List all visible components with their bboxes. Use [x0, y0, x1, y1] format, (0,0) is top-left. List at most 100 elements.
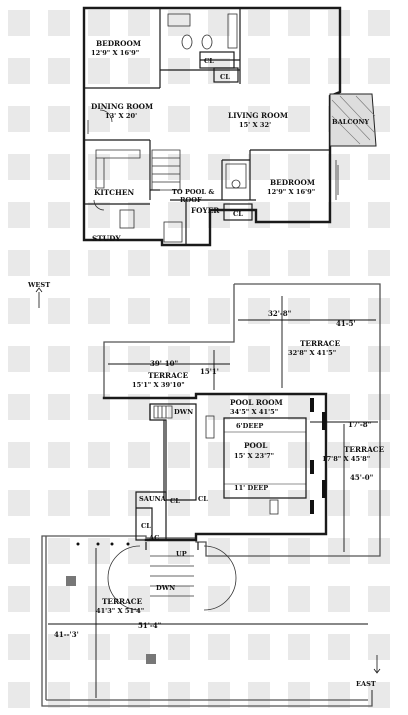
up-label: UP	[176, 550, 187, 558]
watermark-tile	[168, 250, 190, 276]
watermark-tile	[328, 202, 350, 228]
watermark-tile	[128, 490, 150, 516]
terrace-right-size: 17'8" X 45'8"	[322, 455, 370, 463]
watermark-tile	[248, 442, 270, 468]
watermark-tile	[328, 586, 350, 612]
watermark-tile	[8, 442, 30, 468]
watermark-tile	[8, 682, 30, 708]
watermark-tile	[248, 202, 270, 228]
watermark-tile	[48, 634, 70, 660]
watermark-tile	[248, 682, 270, 708]
watermark-tile	[368, 250, 390, 276]
watermark-tile	[8, 346, 30, 372]
bedroom1-size: 12'9" X 16'9"	[91, 49, 139, 57]
watermark-tile	[48, 442, 70, 468]
watermark-tile	[168, 154, 190, 180]
watermark-tile	[88, 346, 110, 372]
dim-51-4: 51'-4"	[138, 621, 161, 630]
watermark-tile	[248, 250, 270, 276]
watermark-tile	[48, 394, 70, 420]
watermark-tile	[288, 250, 310, 276]
watermark-tile	[128, 58, 150, 84]
watermark-tile	[168, 538, 190, 564]
terrace-upper-name: TERRACE	[300, 339, 341, 348]
dwn-label-1: DWN	[174, 408, 193, 416]
watermark-tile	[208, 586, 230, 612]
watermark-tile	[48, 586, 70, 612]
watermark-tile	[248, 298, 270, 324]
watermark-tile	[368, 346, 390, 372]
pool-name: POOL	[244, 441, 267, 450]
watermark-tile	[368, 10, 390, 36]
watermark-tile	[128, 202, 150, 228]
watermark-tile	[168, 394, 190, 420]
watermark-tile	[48, 106, 70, 132]
watermark-tile	[88, 634, 110, 660]
closet-label-1: CL	[204, 57, 214, 65]
watermark-tile	[168, 634, 190, 660]
bedroom2-size: 12'9" X 16'9"	[267, 188, 315, 196]
dim-39-10: 39'-10"	[150, 359, 178, 368]
dim-32-8: 32'-8"	[268, 309, 291, 318]
watermark-tile	[328, 634, 350, 660]
watermark-tile	[168, 58, 190, 84]
watermark-tile	[48, 346, 70, 372]
dining-room-name: DINING ROOM	[91, 102, 153, 111]
watermark-tile	[208, 490, 230, 516]
ac-label: AC	[148, 534, 159, 542]
watermark-tile	[88, 202, 110, 228]
watermark-tile	[168, 442, 190, 468]
watermark-tile	[248, 538, 270, 564]
foyer-name: FOYER	[191, 206, 220, 215]
watermark-tile	[368, 682, 390, 708]
watermark-tile	[368, 154, 390, 180]
watermark-tile	[88, 490, 110, 516]
watermark-tile	[8, 634, 30, 660]
watermark-tile	[128, 106, 150, 132]
watermark-tile	[128, 394, 150, 420]
watermark-tile	[208, 346, 230, 372]
watermark-tile	[8, 298, 30, 324]
watermark-tile	[288, 202, 310, 228]
watermark-tile	[288, 682, 310, 708]
watermark-tile	[128, 538, 150, 564]
watermark-tile	[208, 250, 230, 276]
watermark-tile	[208, 634, 230, 660]
watermark-tile	[368, 634, 390, 660]
watermark-tile	[368, 442, 390, 468]
apartment-plan	[82, 6, 377, 247]
watermark-tile	[248, 394, 270, 420]
watermark-tile	[368, 538, 390, 564]
watermark-tile	[8, 10, 30, 36]
watermark-tile	[8, 250, 30, 276]
watermark-tile	[168, 10, 190, 36]
terrace-left-size: 15'1" X 39'10"	[132, 381, 185, 389]
pool-shallow-depth: 6'DEEP	[236, 422, 263, 430]
roof-plan	[41, 283, 381, 707]
watermark-tile	[368, 586, 390, 612]
watermark-tile	[168, 490, 190, 516]
watermark-tile	[328, 394, 350, 420]
watermark-tile	[208, 682, 230, 708]
terrace-upper-size: 32'8" X 41'5"	[288, 349, 336, 357]
watermark-tile	[48, 298, 70, 324]
sauna-label: SAUNA	[139, 495, 167, 503]
watermark-tile	[48, 58, 70, 84]
dining-room-size: 13' X 20'	[105, 112, 137, 120]
closet-roof-3: CL	[141, 522, 151, 530]
pool-room-name: POOL ROOM	[230, 398, 283, 407]
watermark-tile	[328, 298, 350, 324]
watermark-tile	[248, 490, 270, 516]
watermark-tile	[328, 346, 350, 372]
watermark-tile	[288, 442, 310, 468]
watermark-tile	[128, 682, 150, 708]
closet-label-3: CL	[233, 210, 243, 218]
watermark-tile	[8, 202, 30, 228]
watermark-tile	[128, 586, 150, 612]
dim-41-5: 41-5'	[336, 319, 356, 328]
watermark-tile	[48, 490, 70, 516]
watermark-tile	[88, 586, 110, 612]
watermark-tile	[248, 346, 270, 372]
study-name: STUDY	[92, 234, 121, 243]
terrace-bottom-name: TERRACE	[102, 597, 143, 606]
